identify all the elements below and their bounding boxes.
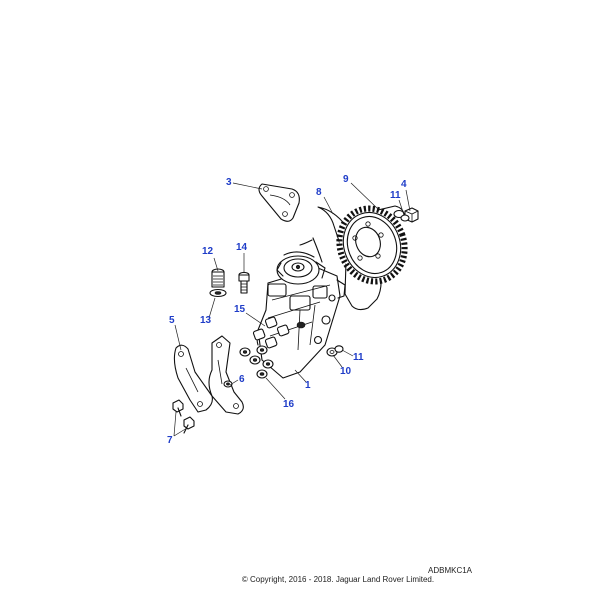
bolt-part-14 <box>238 271 250 294</box>
nut-part-4 <box>400 207 419 223</box>
callout-15: 15 <box>234 304 246 315</box>
bracket-part-5 <box>173 344 213 413</box>
copyright-notice: © Copyright, 2016 - 2018. Jaguar Land Ro… <box>241 575 435 584</box>
bolt-part-12 <box>209 268 227 298</box>
callout-10: 10 <box>340 366 352 377</box>
leader-lines <box>173 182 411 437</box>
injection-pump-part-1 <box>256 251 346 379</box>
callout-3: 3 <box>226 177 232 188</box>
callout-9: 9 <box>343 174 349 185</box>
bolts-part-7 <box>172 399 195 434</box>
gear-part-9 <box>336 205 408 285</box>
diagram-reference-code: ADBMKC1A <box>428 566 473 575</box>
nut-part-10 <box>326 345 344 357</box>
callout-6: 6 <box>239 374 245 385</box>
callout-13: 13 <box>200 315 212 326</box>
callout-4: 4 <box>401 179 407 190</box>
callout-1: 1 <box>305 380 311 391</box>
callout-12: 12 <box>202 246 214 257</box>
callout-7: 7 <box>167 435 173 446</box>
outlet-part-16 <box>256 369 268 379</box>
delivery-valves-part-15 <box>239 316 306 369</box>
callout-8: 8 <box>316 187 322 198</box>
callout-5: 5 <box>169 315 175 326</box>
callout-14: 14 <box>236 242 248 253</box>
callout-11-top: 11 <box>390 190 401 201</box>
callout-16: 16 <box>283 399 295 410</box>
gasket-part-3 <box>258 183 300 222</box>
callout-11-bottom: 11 <box>353 352 364 363</box>
